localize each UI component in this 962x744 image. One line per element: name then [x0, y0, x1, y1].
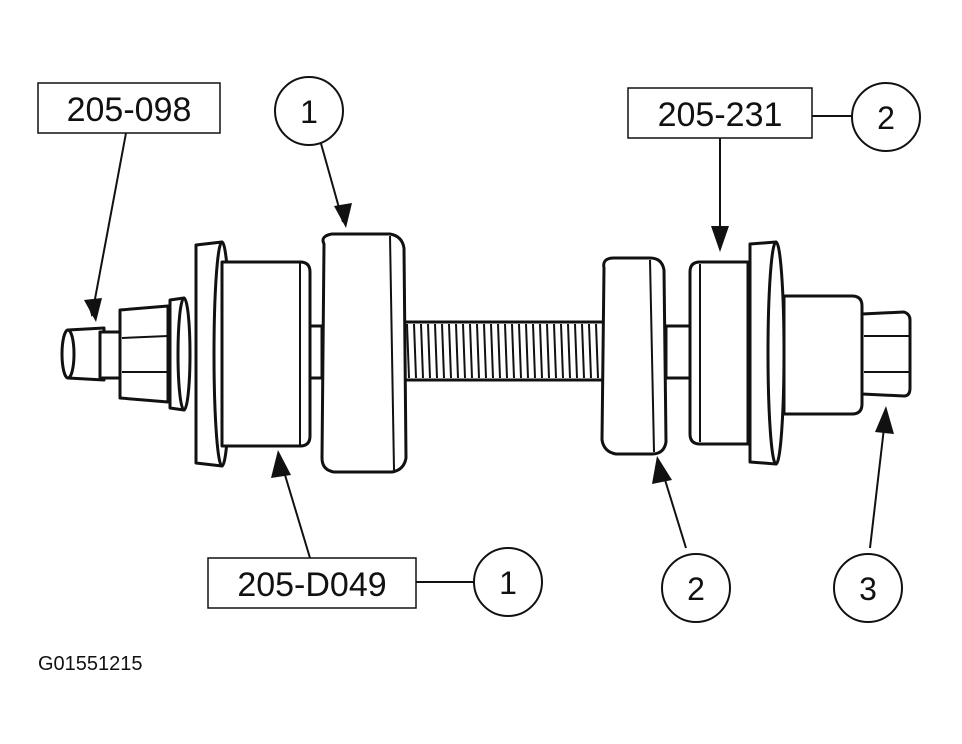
- rod-thread: [588, 323, 592, 379]
- rod-thread: [462, 323, 466, 379]
- rod-thread: [581, 323, 585, 379]
- rod-thread: [455, 323, 459, 379]
- rod-thread: [469, 323, 473, 379]
- cup-205-231: [688, 260, 750, 446]
- tool-label-205-D049: 205-D049: [207, 557, 417, 609]
- nut-left: [118, 304, 170, 404]
- tool-label-205-098: 205-098: [37, 82, 221, 134]
- leader-lines: [84, 115, 894, 583]
- tool-label-205-231: 205-231: [627, 87, 813, 139]
- tool-assembly: [60, 232, 912, 474]
- rod-thread: [553, 323, 557, 379]
- callout-circle-bottom-mid: 2: [661, 553, 731, 623]
- rod-thread: [413, 323, 417, 379]
- callout-number: 1: [499, 565, 517, 601]
- figure-id: G01551215: [38, 653, 143, 675]
- callout-number: 2: [877, 100, 895, 136]
- rod-thread: [441, 323, 445, 379]
- rod-thread: [497, 323, 501, 379]
- bearing-2: [600, 256, 668, 456]
- rod-thread: [448, 323, 452, 379]
- rod-thread: [546, 323, 550, 379]
- rod-thread: [406, 323, 410, 379]
- callout-number: 3: [859, 571, 877, 607]
- callout-circle-top-right: 2: [851, 82, 921, 152]
- nut-right: [860, 310, 912, 398]
- spacer-left: [308, 324, 324, 380]
- rod-thread: [539, 323, 543, 379]
- rod-thread: [476, 323, 480, 379]
- callout-circle-bottom-right: 3: [833, 553, 903, 623]
- rod-thread: [574, 323, 578, 379]
- washer-left: [168, 296, 192, 412]
- rod-thread: [525, 323, 529, 379]
- rod-thread: [483, 323, 487, 379]
- leader-205-098: [88, 132, 127, 317]
- callout-number: 2: [687, 571, 705, 607]
- leader-nut-3: [869, 427, 885, 549]
- rod-thread: [567, 323, 571, 379]
- tool-label-text: 205-231: [658, 96, 783, 134]
- spacer-right: [664, 324, 692, 380]
- rod-thread: [532, 323, 536, 379]
- rod-thread: [420, 323, 424, 379]
- cup-205-D049: [220, 260, 312, 448]
- threaded-rod: [393, 320, 612, 382]
- callout-number: 1: [300, 94, 318, 130]
- rod-thread: [560, 323, 564, 379]
- bearing-1: [320, 232, 408, 474]
- rod-thread: [511, 323, 515, 379]
- rod-thread: [518, 323, 522, 379]
- tool-label-text: 205-D049: [237, 566, 386, 604]
- rod-thread: [595, 323, 599, 379]
- callout-circle-top-left: 1: [274, 76, 344, 146]
- rod-thread: [504, 323, 508, 379]
- callout-circle-bottom-left: 1: [473, 547, 543, 617]
- leader-bearing-2: [661, 469, 687, 549]
- rod-thread: [434, 323, 438, 379]
- rod-thread: [427, 323, 431, 379]
- rod-thread: [490, 323, 494, 379]
- plate-right: [748, 240, 786, 466]
- shaft-tip-left: [60, 326, 124, 382]
- tool-label-text: 205-098: [67, 91, 192, 129]
- sleeve-right: [782, 294, 864, 416]
- leader-205-D049: [281, 464, 311, 559]
